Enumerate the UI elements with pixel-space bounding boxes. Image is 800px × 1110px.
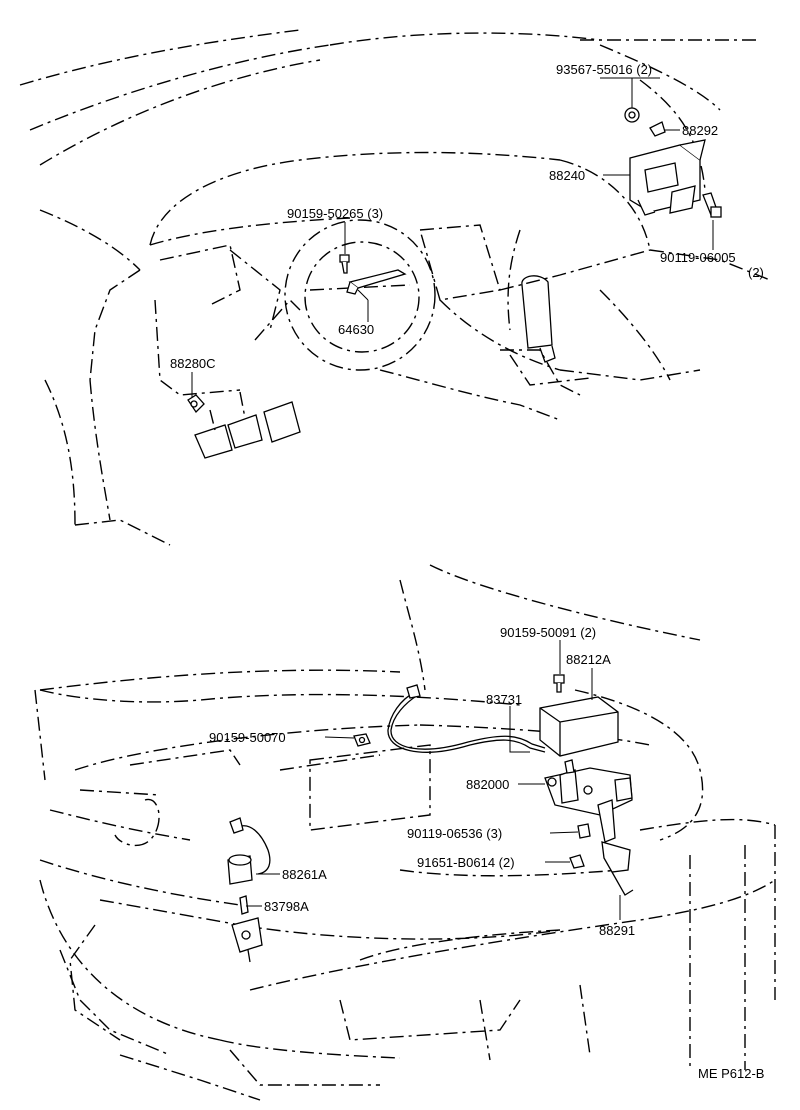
control-unit-88240 — [629, 139, 706, 216]
bracket-64630 — [346, 269, 407, 295]
label-90119-06005: 90119-06005 — [660, 250, 736, 265]
label-88212a: 88212A — [566, 652, 611, 667]
cover-88212a — [539, 696, 619, 757]
label-88291: 88291 — [599, 923, 635, 938]
label-88261a: 88261A — [282, 867, 327, 882]
trunk-outline — [34, 564, 776, 1101]
label-88292: 88292 — [682, 123, 718, 138]
cable-83731 — [387, 684, 546, 753]
bolt-90119-06005 — [702, 192, 722, 218]
label-90159-50265: 90159-50265 (3) — [287, 206, 383, 221]
label-90159-50091: 90159-50091 (2) — [500, 625, 596, 640]
nut-93567 — [624, 107, 640, 123]
label-882000: 882000 — [466, 777, 509, 792]
label-88240: 88240 — [549, 168, 585, 183]
label-90159-50070: 90159-50070 — [209, 730, 286, 745]
label-93567-55016: 93567-55016 (2) — [556, 62, 652, 77]
leader-lines — [191, 77, 714, 920]
switch-88280c — [187, 394, 205, 414]
bolt-90119-06536 — [577, 823, 591, 839]
shift-lever — [521, 275, 556, 363]
pedals — [194, 391, 301, 459]
screw-90159-50265 — [339, 254, 350, 274]
bracket-88291 — [601, 841, 634, 896]
diagram-code: ME P612-B — [698, 1066, 764, 1081]
label-90119-06536: 90119-06536 (3) — [407, 826, 502, 841]
steering-wheel — [284, 219, 436, 371]
label-88280c: 88280C — [170, 356, 216, 371]
pin-83798a — [239, 895, 249, 915]
label-90119-06005-qty: (2) — [748, 265, 764, 280]
actuator-882000 — [544, 759, 633, 843]
label-83798a: 83798A — [264, 899, 309, 914]
nut-90159-50070 — [353, 733, 371, 747]
label-83731: 83731 — [486, 692, 522, 707]
bracket-88292 — [649, 121, 666, 137]
bolt-90159-50091 — [553, 674, 565, 693]
dashboard-outline — [19, 29, 771, 546]
switch-base — [231, 917, 263, 963]
bolt-91651-b0614 — [569, 854, 585, 869]
label-91651-b0614: 91651-B0614 (2) — [417, 855, 515, 870]
sensor-88261a — [227, 817, 271, 885]
label-64630: 64630 — [338, 322, 374, 337]
